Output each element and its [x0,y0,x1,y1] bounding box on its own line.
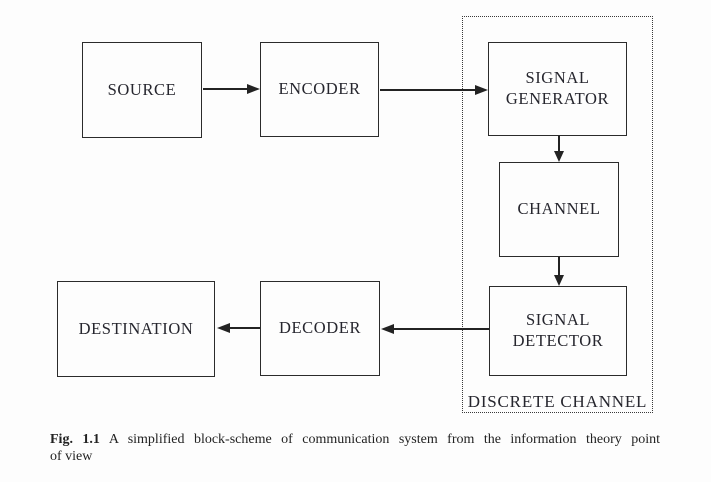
arrow-line [393,328,489,330]
signal-generator-label: SIGNAL GENERATOR [505,68,610,108]
arrow-line [558,136,560,153]
arrow-line [203,88,249,90]
channel-box: CHANNEL [499,162,619,257]
arrow-down-head-icon [554,151,564,162]
figure-number: Fig. 1.1 [50,432,100,447]
signal-generator-box: SIGNAL GENERATOR [488,42,627,136]
arrow-line [229,327,260,329]
encoder-box: ENCODER [260,42,379,137]
arrow-right-head-icon [475,85,488,95]
arrow-line [558,257,560,276]
source-box: SOURCE [82,42,202,138]
arrow-line [380,89,477,91]
arrow-left-head-icon [381,324,394,334]
caption-line-2: of view [50,449,93,464]
decoder-label: DECODER [278,318,362,338]
channel-label: CHANNEL [517,199,601,219]
arrow-right-head-icon [247,84,260,94]
discrete-channel-group [462,16,653,413]
signal-detector-box: SIGNAL DETECTOR [489,286,627,376]
destination-box: DESTINATION [57,281,215,377]
discrete-channel-label: DISCRETE CHANNEL [467,392,648,411]
decoder-box: DECODER [260,281,380,376]
figure-caption: Fig. 1.1 A simplified block-scheme of com… [50,431,660,465]
arrow-left-head-icon [217,323,230,333]
arrow-down-head-icon [554,275,564,286]
caption-text: A simplified block-scheme of communicati… [108,432,660,447]
encoder-label: ENCODER [278,79,361,99]
caption-line-1: Fig. 1.1 A simplified block-scheme of com… [50,431,660,448]
destination-label: DESTINATION [78,318,194,338]
source-label: SOURCE [107,79,177,99]
signal-detector-label: SIGNAL DETECTOR [512,310,604,350]
